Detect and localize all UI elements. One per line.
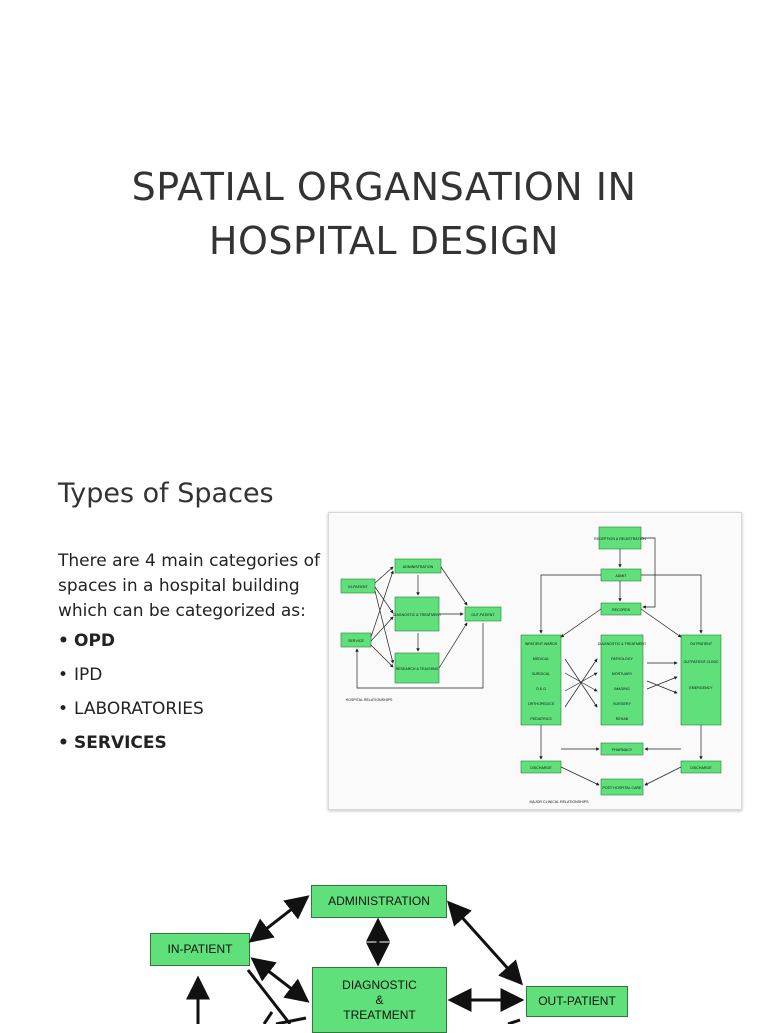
thumb-left-caption: HOSPITAL RELATIONSHIPS (346, 698, 393, 702)
thumb-inpatient-header: INPATIENT WARDS (525, 642, 558, 646)
thumb-diagnostic-item: REHAB (616, 717, 629, 721)
administration-box: ADMINISTRATION (311, 885, 447, 918)
thumb-post-hospital-box (600, 778, 644, 796)
thumb-inpatient-item: MEDICAL (533, 657, 549, 661)
section-heading: Types of Spaces (58, 478, 274, 509)
thumb-inpatient-wards-box (520, 634, 562, 726)
arrow-cross-lower (262, 1011, 274, 1024)
relationships-diagram: IN-PATIENT SERVICE ADMINISTRATION DIAGNO… (340, 526, 722, 804)
thumb-service-box (340, 632, 372, 648)
thumb-discharge-right-label: DISCHARGE (690, 766, 712, 770)
thumb-research-box (394, 652, 440, 684)
thumb-reception-label: RECEPTION & REGISTRATION (594, 537, 646, 541)
thumb-admit-label: ADMIT (615, 574, 627, 578)
slide-title-line-1: SPATIAL ORGANSATION IN (131, 165, 637, 209)
large-relationship-diagram: ADMINISTRATION IN-PATIENT DIAGNOSTIC & T… (0, 860, 768, 1033)
diagnostic-line-1: DIAGNOSTIC (342, 977, 417, 992)
diagnostic-line-3: TREATMENT (343, 1007, 416, 1022)
thumb-outpatient-header: OUTPATIENT (690, 642, 713, 646)
in-patient-box: IN-PATIENT (150, 933, 250, 966)
bullet-icon: • (58, 631, 69, 651)
thumb-outpatient-box (680, 634, 722, 726)
thumb-service-label: SERVICE (348, 639, 364, 643)
thumb-diagnostic-header: DIAGNOSTIC & TREATMENT (598, 642, 647, 646)
diagnostic-treatment-box: DIAGNOSTIC & TREATMENT (312, 967, 447, 1033)
slide-title-line-2: HOSPITAL DESIGN (208, 219, 560, 263)
large-diagram-arrows (186, 895, 525, 1024)
intro-line-2: spaces in a hospital building (58, 576, 300, 596)
arrow-inpatient-diagnostic (250, 957, 310, 1003)
arrow-outpatient-lower (507, 1018, 521, 1024)
list-item-label: OPD (74, 631, 116, 651)
thumb-diagnostic-item: SURGERY (613, 702, 631, 706)
thumb-out-patient-label: OUT-PATIENT (471, 613, 495, 617)
thumb-diagnostic-label: DIAGNOSTIC & TREATMENT (393, 613, 442, 617)
list-item-opd: •OPD (58, 624, 204, 658)
arrow-inpatient-administration (248, 895, 310, 943)
thumb-administration-label: ADMINISTRATION (403, 565, 434, 569)
thumb-post-hospital-label: POST HOSPITAL CARE (602, 786, 642, 790)
thumb-discharge-left-label: DISCHARGE (530, 766, 552, 770)
thumb-diagnostic-item: MORTUARY (612, 672, 633, 676)
thumb-outpatient-item: OUTPATIENT CLINIC (684, 660, 719, 664)
list-item-label: SERVICES (74, 733, 167, 753)
intro-paragraph: There are 4 main categories of spaces in… (58, 549, 348, 624)
thumb-right-caption: MAJOR CLINICAL RELATIONSHIPS (529, 800, 589, 804)
hospital-relationships-figure: IN-PATIENT SERVICE ADMINISTRATION DIAGNO… (328, 512, 742, 810)
thumb-inpatient-item: PEDIATRICS (530, 717, 552, 721)
thumb-out-patient-box (464, 606, 502, 622)
thumb-inpatient-item: O & G (536, 687, 546, 691)
bullet-icon: • (58, 665, 69, 685)
thumb-in-patient-box (340, 578, 376, 594)
thumb-right-arrows (539, 537, 703, 786)
thumb-diagnostic-treatment-box (600, 634, 644, 726)
arrow-lower-diagnostic (275, 1016, 307, 1024)
bullet-icon: • (58, 733, 69, 753)
diagnostic-line-2: & (375, 992, 384, 1007)
intro-line-1: There are 4 main categories of (58, 551, 320, 571)
category-list: •OPD •IPD •LABORATORIES •SERVICES (58, 624, 204, 760)
thumb-diagnostic-item: PATHOLOGY (611, 657, 633, 661)
list-item-label: LABORATORIES (74, 699, 204, 719)
intro-line-3: which can be categorized as: (58, 601, 306, 621)
list-item-label: IPD (74, 665, 103, 685)
thumb-left-arrows (355, 566, 484, 689)
thumb-records-label: RECORDS (612, 608, 631, 612)
thumb-inpatient-item: SURGICAL (532, 672, 550, 676)
thumb-research-label: RESEARCH & TEACHING (396, 667, 439, 671)
thumb-pharmacy-box (600, 742, 644, 756)
out-patient-box: OUT-PATIENT (526, 986, 628, 1017)
slide-title: SPATIAL ORGANSATION IN HOSPITAL DESIGN (0, 160, 768, 268)
list-item-ipd: •IPD (58, 658, 204, 692)
thumb-pharmacy-label: PHARMACY (612, 748, 633, 752)
list-item-services: •SERVICES (58, 726, 204, 760)
bullet-icon: • (58, 699, 69, 719)
thumb-administration-box (394, 558, 442, 574)
thumb-inpatient-item: ORTHOPEDICS (528, 702, 555, 706)
thumb-outpatient-item: EMERGENCY (689, 686, 713, 690)
list-item-laboratories: •LABORATORIES (58, 692, 204, 726)
thumb-diagnostic-item: IMAGING (614, 687, 630, 691)
thumb-in-patient-label: IN-PATIENT (348, 585, 368, 589)
arrow-inpatient-lower (246, 969, 292, 1024)
arrow-administration-outpatient (446, 900, 524, 986)
